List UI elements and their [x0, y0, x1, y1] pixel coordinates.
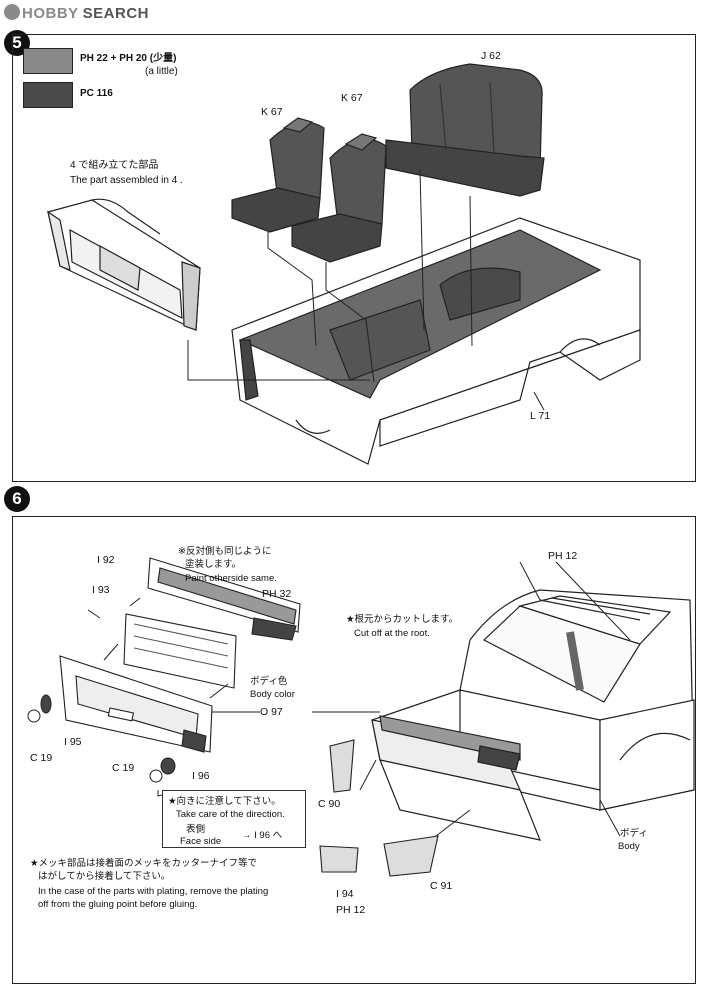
note-face-side-part: → I 96 へ: [242, 830, 283, 841]
note-face-side-en: Face side: [180, 836, 222, 847]
lamp-pieces: [27, 694, 176, 783]
paint-code-light: PH 22 + PH 20 (少量): [80, 53, 177, 64]
part-label-i94: I 94: [336, 888, 354, 900]
note-plating-en-2: off from the gluing point before gluing.: [38, 899, 198, 910]
seat-k67-left: [231, 117, 325, 233]
bumper-top-i92: [147, 557, 301, 641]
part-label-j62: J 62: [481, 50, 501, 62]
note-face-side-jp: 表側: [186, 824, 206, 835]
note-body-color-en: Body color: [250, 689, 295, 700]
van-body: [371, 589, 695, 841]
note-direction-en: Take care of the direction.: [176, 809, 285, 820]
note-direction-jp: ★向きに注意して下さい。: [168, 796, 281, 807]
note-body-color-jp: ボディ色: [250, 676, 288, 687]
note-cut-root-jp: ★根元からカットします。: [346, 614, 459, 625]
guide-lines: [187, 169, 545, 411]
bench-seat-j62: [385, 63, 545, 197]
step6-right-guide-lines: [359, 561, 631, 837]
loose-parts: [319, 739, 439, 877]
paint-code-dark: PC 116: [80, 88, 113, 99]
floor-chassis: [231, 217, 641, 465]
part-label-c91: C 91: [430, 880, 453, 892]
step-5-panel: [12, 34, 696, 482]
part-label-ph32: PH 32: [262, 588, 292, 600]
note-body-jp: ボディ: [620, 828, 648, 839]
part-label-o97: O 97: [260, 706, 283, 718]
note-paint-other-jp-1: ※反対側も同じように: [178, 546, 272, 557]
note-body-en: Body: [618, 841, 640, 852]
paint-swatch-dark: [23, 82, 73, 108]
part-label-c90: C 90: [318, 798, 341, 810]
part-label-i95: I 95: [64, 736, 82, 748]
part-label-i96: I 96: [192, 770, 210, 782]
step-6-badge: 6: [4, 486, 30, 512]
part-label-c19-left: C 19: [30, 752, 53, 764]
grille-i93: [123, 613, 237, 689]
note-plating-en-1: In the case of the parts with plating, r…: [38, 886, 269, 897]
part-label-ph12-bottom: PH 12: [336, 904, 366, 916]
front-bumper-i95: [59, 655, 213, 753]
part-label-i92: I 92: [97, 554, 115, 566]
part-label-k67-right: K 67: [341, 92, 363, 104]
watermark-brand: HOBBY: [22, 5, 79, 22]
step6-guide-lines: [87, 597, 380, 797]
part-label-k67-left: K 67: [261, 106, 283, 118]
watermark-word: SEARCH: [82, 5, 150, 22]
part-label-i93: I 93: [92, 584, 110, 596]
note-cut-root-en: Cut off at the root.: [354, 628, 430, 639]
part-label-l71: L 71: [530, 410, 551, 422]
step-6-panel: [12, 516, 696, 984]
dashboard-assembly: [47, 198, 201, 331]
paint-swatch-light: [23, 48, 73, 74]
note-paint-other-en: Paint otherside same.: [185, 573, 277, 584]
hobby-search-logo-icon: [4, 4, 20, 20]
assembled-part-note-jp: 4 で組み立てた部品: [70, 160, 159, 171]
note-plating-jp-2: はがしてから接着して下さい。: [38, 871, 171, 882]
part-label-c19-mid: C 19: [112, 762, 135, 774]
paint-note-a-little: (a little): [145, 66, 178, 77]
note-paint-other-jp-2: 塗装します。: [185, 559, 242, 570]
direction-note-box: [162, 790, 306, 848]
seat-k67-right: [291, 133, 387, 263]
note-plating-jp-1: ★メッキ部品は接着面のメッキをカッターナイフ等で: [30, 858, 258, 869]
assembled-part-note-en: The part assembled in 4 .: [70, 175, 183, 186]
part-label-ph12-top: PH 12: [548, 550, 578, 562]
